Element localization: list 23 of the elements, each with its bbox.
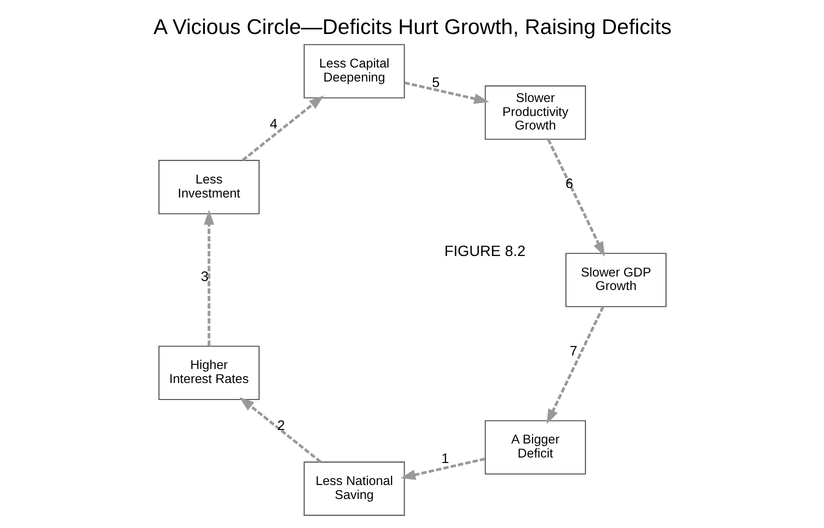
node-box: Less National Saving: [303, 462, 404, 516]
arrow: [238, 397, 321, 463]
arrow: [400, 458, 485, 480]
arrow: [404, 81, 489, 104]
node-box: Less Capital Deepening: [303, 44, 404, 98]
arrow: [546, 306, 604, 424]
node-box: Slower GDP Growth: [564, 252, 666, 308]
arrow: [203, 210, 214, 346]
node-box: Higher Interest Rates: [158, 346, 260, 400]
edge-label: 5: [432, 74, 440, 90]
diagram-title: A Vicious Circle—Deficits Hurt Growth, Raising Deficits: [153, 14, 671, 39]
node-box: Slower Productivity Growth: [484, 85, 586, 140]
label: FIGURE 8.2: [444, 244, 526, 260]
arrow: [546, 138, 604, 257]
edge-label: 7: [569, 342, 577, 358]
edge-label: 2: [276, 416, 284, 433]
edge-label: 1: [440, 450, 449, 466]
edge-label: 4: [269, 115, 277, 132]
node-box: A Bigger Deficit: [484, 420, 586, 475]
node-box: Less Investment: [158, 160, 260, 214]
arrow: [241, 95, 324, 162]
edge-label: 6: [564, 175, 573, 192]
edge-label: 3: [200, 268, 208, 284]
